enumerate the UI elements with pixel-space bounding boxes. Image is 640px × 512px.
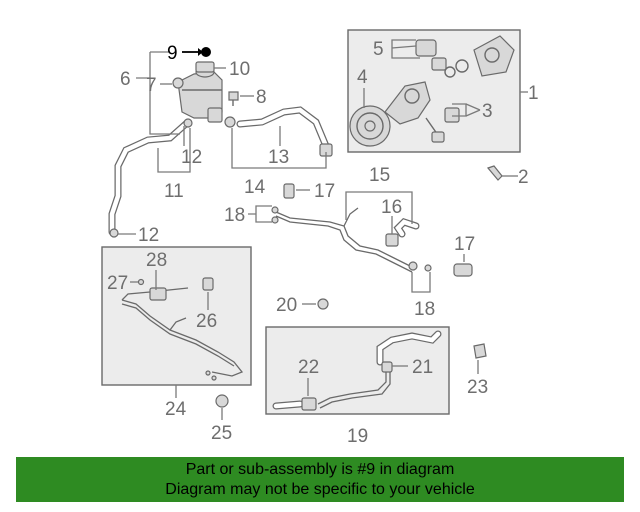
fitting-17a <box>283 183 295 199</box>
reservoir-cap-seal <box>201 47 211 57</box>
callout-15: 15 <box>369 165 390 186</box>
clamp-23 <box>473 343 487 359</box>
callout-1: 1 <box>528 83 539 104</box>
callout-16: 16 <box>381 197 402 218</box>
banner-line-1: Part or sub-assembly is #9 in diagram <box>185 461 455 478</box>
callout-23: 23 <box>467 377 488 398</box>
callout-2: 2 <box>518 167 529 188</box>
callout-22: 22 <box>298 357 319 378</box>
callout-21: 21 <box>412 357 433 378</box>
callout-9: 9 <box>167 43 178 64</box>
callout-24: 24 <box>165 399 187 420</box>
callout-28: 28 <box>146 250 167 271</box>
power-steering-pump <box>349 35 515 147</box>
bracket-7 <box>172 77 184 89</box>
callout-11: 11 <box>164 181 184 202</box>
bolt-8 <box>228 91 239 106</box>
fitting-17b <box>453 263 473 277</box>
callout-3: 3 <box>482 101 493 122</box>
pressure-line-15 <box>271 206 432 273</box>
pressure-line-box <box>101 246 252 386</box>
callout-12b: 12 <box>138 225 159 246</box>
callout-27: 27 <box>107 273 128 294</box>
info-banner: Part or sub-assembly is #9 in diagram Di… <box>16 457 624 502</box>
return-hose-19 <box>272 330 442 411</box>
bolt-25 <box>215 394 229 408</box>
parts-diagram: 1 2 3 4 5 6 7 8 9 10 11 12 12 13 14 15 1… <box>101 29 539 447</box>
callout-13: 13 <box>268 147 289 168</box>
callout-20: 20 <box>276 295 297 316</box>
callout-4: 4 <box>357 67 368 88</box>
callout-25: 25 <box>211 423 232 444</box>
callout-18b: 18 <box>414 299 435 320</box>
callout-10: 10 <box>229 59 250 80</box>
leader-lines <box>118 39 528 420</box>
callout-19: 19 <box>347 426 368 447</box>
callout-14: 14 <box>244 177 266 198</box>
bolt-2 <box>486 165 503 181</box>
banner-line-2: Diagram may not be specific to your vehi… <box>165 481 475 498</box>
pressure-line-24 <box>121 277 244 381</box>
callout-17b: 17 <box>454 234 475 255</box>
callout-17a: 17 <box>314 181 335 202</box>
callout-7: 7 <box>146 75 157 96</box>
callout-5: 5 <box>373 39 384 60</box>
callout-12a: 12 <box>181 147 202 168</box>
suction-hose-13 <box>224 106 333 157</box>
reservoir <box>177 61 223 123</box>
callout-8: 8 <box>256 87 267 108</box>
clip-20 <box>317 298 329 310</box>
callout-6: 6 <box>120 69 131 90</box>
reservoir-hose-11 <box>108 118 193 238</box>
callout-26: 26 <box>196 311 217 332</box>
return-hose-box <box>265 326 450 415</box>
callout-18a: 18 <box>224 205 245 226</box>
